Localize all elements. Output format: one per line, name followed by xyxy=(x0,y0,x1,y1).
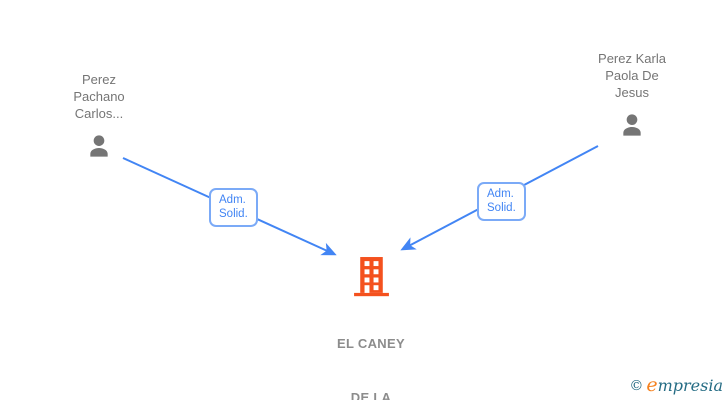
edge-label-adm-solid-2: Adm. Solid. xyxy=(477,182,526,221)
edge-label-line: Adm. xyxy=(219,194,246,206)
person-name-line: Carlos... xyxy=(74,106,124,121)
company-name: EL CANEY DE LA VACA SL xyxy=(301,299,441,400)
node-company[interactable]: EL CANEY DE LA VACA SL xyxy=(301,256,441,400)
building-icon xyxy=(301,256,441,297)
company-name-line: EL CANEY xyxy=(337,336,405,351)
edge-label-line: Adm. xyxy=(487,188,514,200)
person-icon xyxy=(567,109,697,141)
copyright-icon: © xyxy=(629,378,644,394)
person-name-line: Jesus xyxy=(615,85,649,100)
person-name-line: Paola De xyxy=(605,68,659,83)
edge-label-line: Solid. xyxy=(487,202,516,214)
person-name-line: Perez xyxy=(82,72,116,87)
edge-label-adm-solid-1: Adm. Solid. xyxy=(209,188,258,227)
empresia-logo[interactable]: ©empresia xyxy=(629,374,723,396)
node-person-1[interactable]: Perez Pachano Carlos... xyxy=(34,71,164,162)
person-1-name: Perez Pachano Carlos... xyxy=(34,71,164,122)
brand-initial: e xyxy=(646,374,658,396)
person-icon xyxy=(34,130,164,162)
company-name-line: DE LA xyxy=(350,390,392,400)
brand-text: mpresia xyxy=(657,376,723,395)
node-person-2[interactable]: Perez Karla Paola De Jesus xyxy=(567,50,697,141)
person-2-name: Perez Karla Paola De Jesus xyxy=(567,50,697,101)
person-name-line: Perez Karla xyxy=(598,51,666,66)
edge-label-line: Solid. xyxy=(219,208,248,220)
person-name-line: Pachano xyxy=(73,89,125,104)
